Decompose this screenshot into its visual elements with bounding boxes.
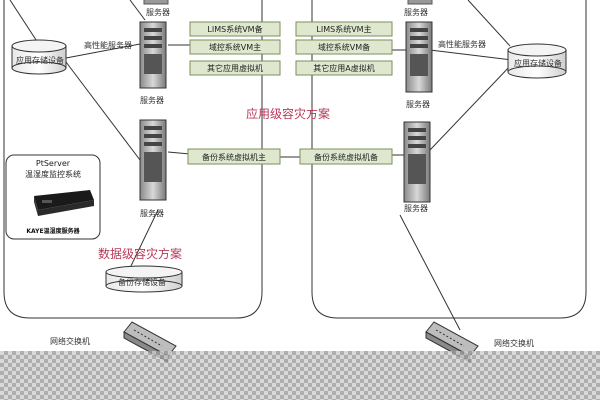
- right-server-mid-label: 服务器: [406, 99, 430, 109]
- left-hp-server-icon: [139, 21, 167, 89]
- svg-text:LIMS系统VM主: LIMS系统VM主: [316, 24, 371, 34]
- left-server-top-label: 服务器: [146, 7, 170, 17]
- inset-device-caption: KAYE温湿度服务器: [26, 227, 80, 235]
- svg-text:备份系统虚拟机主: 备份系统虚拟机主: [202, 152, 266, 162]
- left-server-bottom-label: 服务器: [140, 208, 164, 218]
- left-server-label: 服务器: [140, 95, 164, 105]
- data-dr-heading: 数据级容灾方案: [98, 246, 182, 261]
- right-hp-server-icon: [405, 21, 433, 93]
- svg-text:其它应用虚拟机: 其它应用虚拟机: [207, 63, 263, 73]
- left-site-boundary: [3, 0, 263, 319]
- right-app-storage-label: 应用存储设备: [514, 58, 562, 68]
- left-hp-server-label: 高性能服务器: [84, 40, 132, 50]
- svg-text:其它应用A虚拟机: 其它应用A虚拟机: [313, 63, 374, 73]
- right-site-boundary: [311, 0, 587, 319]
- svg-text:域控系统VM备: 域控系统VM备: [318, 42, 370, 52]
- svg-text:LIMS系统VM备: LIMS系统VM备: [207, 24, 262, 34]
- left-switch-label: 网络交换机: [50, 336, 90, 346]
- right-backup-vm-box: 备份系统虚拟机备: [299, 148, 393, 165]
- left-vm-box-2: 域控系统VM主: [189, 39, 281, 55]
- connection-lines: [9, 0, 513, 331]
- right-server-top-label: 服务器: [404, 7, 428, 17]
- svg-text:备份系统虚拟机备: 备份系统虚拟机备: [314, 152, 378, 162]
- left-vm-box-3: 其它应用虚拟机: [189, 60, 281, 76]
- server-partial-right-icon: [407, 0, 433, 5]
- right-app-storage-icon: [507, 43, 567, 79]
- kaye-server-device-icon: [34, 190, 94, 216]
- left-vm-box-1: LIMS系统VM备: [189, 21, 281, 37]
- application-dr-heading: 应用级容灾方案: [246, 106, 330, 121]
- right-backup-server-icon: [403, 121, 431, 203]
- left-app-storage-label: 应用存储设备: [16, 55, 64, 65]
- right-switch-label: 网络交换机: [494, 338, 534, 348]
- left-backup-vm-box: 备份系统虚拟机主: [187, 148, 281, 165]
- right-server-bottom-label: 服务器: [404, 203, 428, 213]
- inset-title-line2: 温湿度监控系统: [25, 169, 81, 179]
- left-app-storage-icon: [11, 39, 67, 75]
- transparency-checker-strip: [0, 351, 600, 400]
- backup-storage-icon: [105, 265, 183, 293]
- right-vm-box-2: 域控系统VM备: [295, 39, 393, 55]
- right-vm-box-1: LIMS系统VM主: [295, 21, 393, 37]
- right-hp-server-label: 高性能服务器: [438, 39, 486, 49]
- right-vm-box-3: 其它应用A虚拟机: [295, 60, 393, 76]
- backup-storage-label: 备份存储设备: [118, 277, 166, 287]
- left-backup-server-icon: [139, 119, 167, 201]
- server-partial-left-icon: [143, 0, 169, 5]
- inset-title-line1: PtServer: [36, 159, 71, 168]
- svg-text:域控系统VM主: 域控系统VM主: [209, 42, 261, 52]
- ptserver-inset: PtServer 温湿度监控系统 KAYE温湿度服务器: [5, 154, 101, 240]
